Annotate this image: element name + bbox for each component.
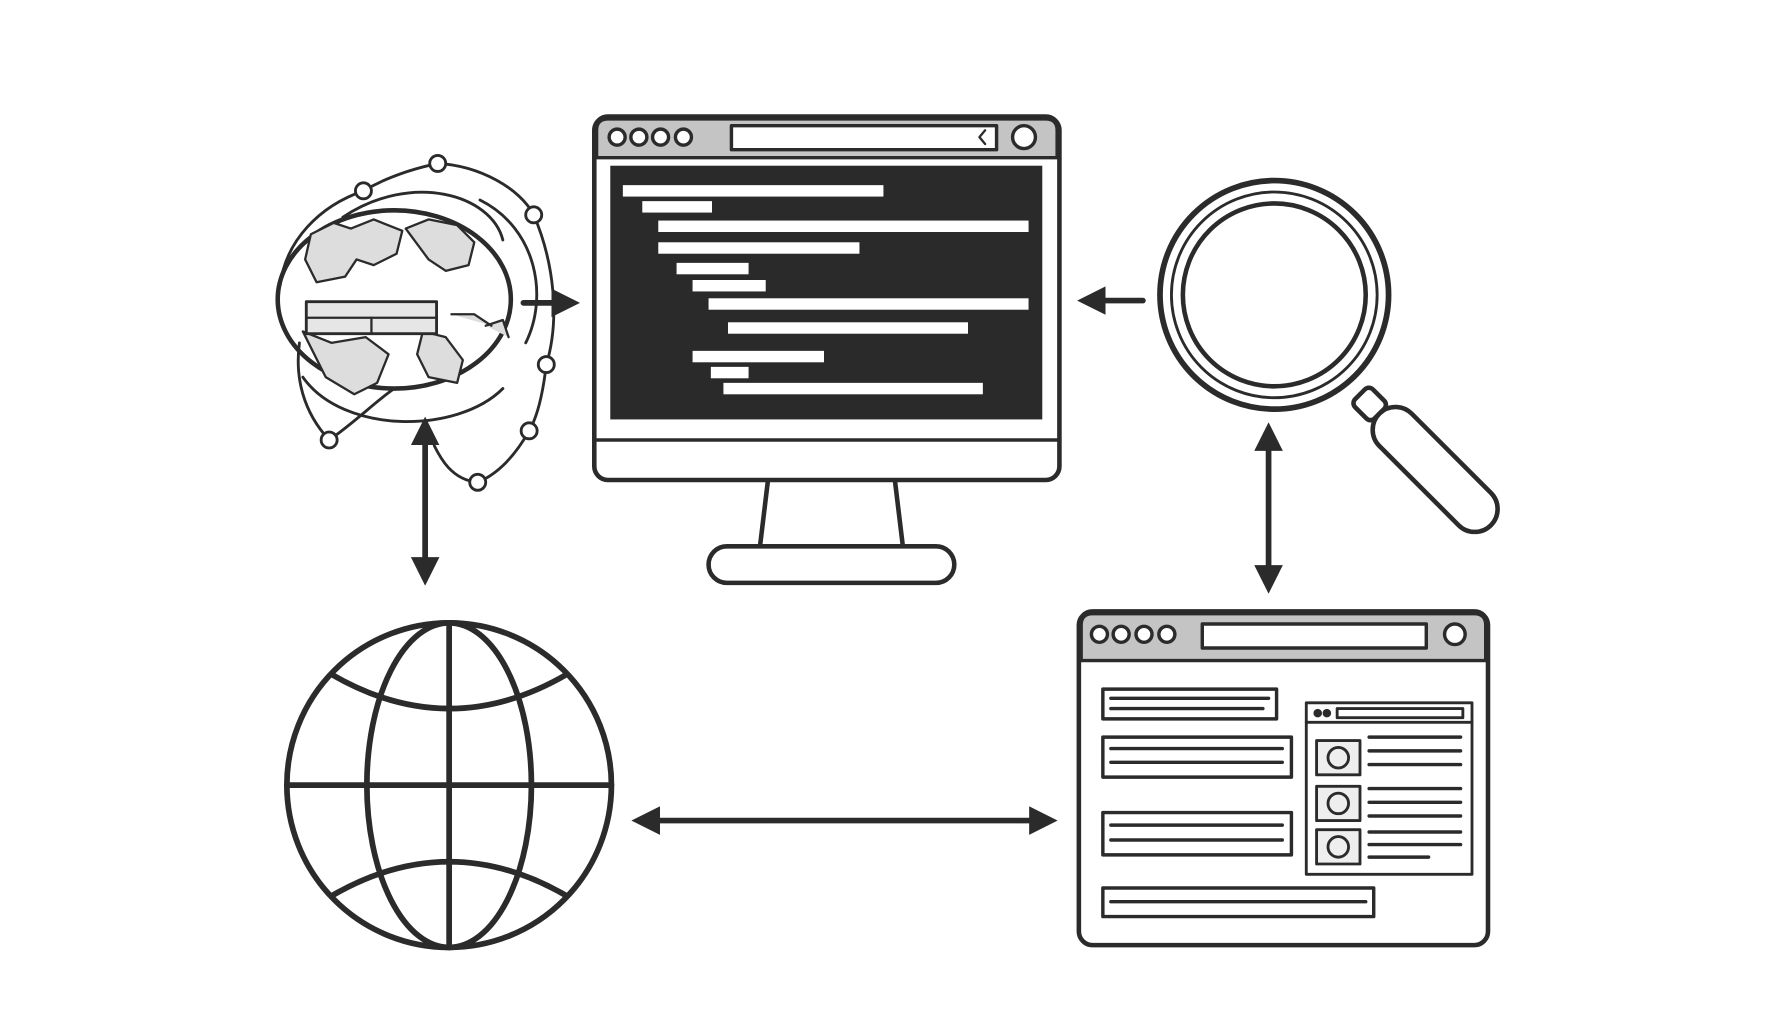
window-dot-icon — [650, 127, 671, 147]
code-line — [658, 242, 860, 254]
network-node-icon — [428, 154, 448, 173]
address-bar — [729, 123, 999, 152]
magnifying-glass-icon — [1157, 177, 1500, 535]
code-line — [708, 298, 1029, 310]
network-node-icon — [519, 421, 539, 441]
monitor-code-icon — [592, 114, 1062, 586]
window-dot-icon — [673, 127, 694, 147]
code-line — [710, 366, 749, 379]
window-dot-icon — [607, 127, 627, 147]
network-node-icon — [468, 472, 488, 492]
network-node-icon — [353, 181, 373, 201]
inner-window — [1304, 701, 1474, 876]
network-node-icon — [536, 355, 556, 374]
world-map-globe-icon — [275, 154, 556, 492]
code-line — [723, 382, 983, 395]
code-line — [622, 185, 884, 197]
browser-window-icon — [1076, 609, 1491, 948]
window-dot-icon — [629, 127, 649, 147]
code-line — [728, 322, 968, 334]
network-node-icon — [319, 430, 339, 450]
code-line — [692, 350, 824, 363]
globe-icon — [284, 619, 615, 951]
code-line — [676, 262, 749, 275]
code-line — [692, 280, 766, 292]
network-node-icon — [524, 205, 544, 225]
refresh-icon — [1010, 124, 1038, 151]
code-line — [642, 201, 712, 213]
code-line — [658, 220, 1029, 232]
